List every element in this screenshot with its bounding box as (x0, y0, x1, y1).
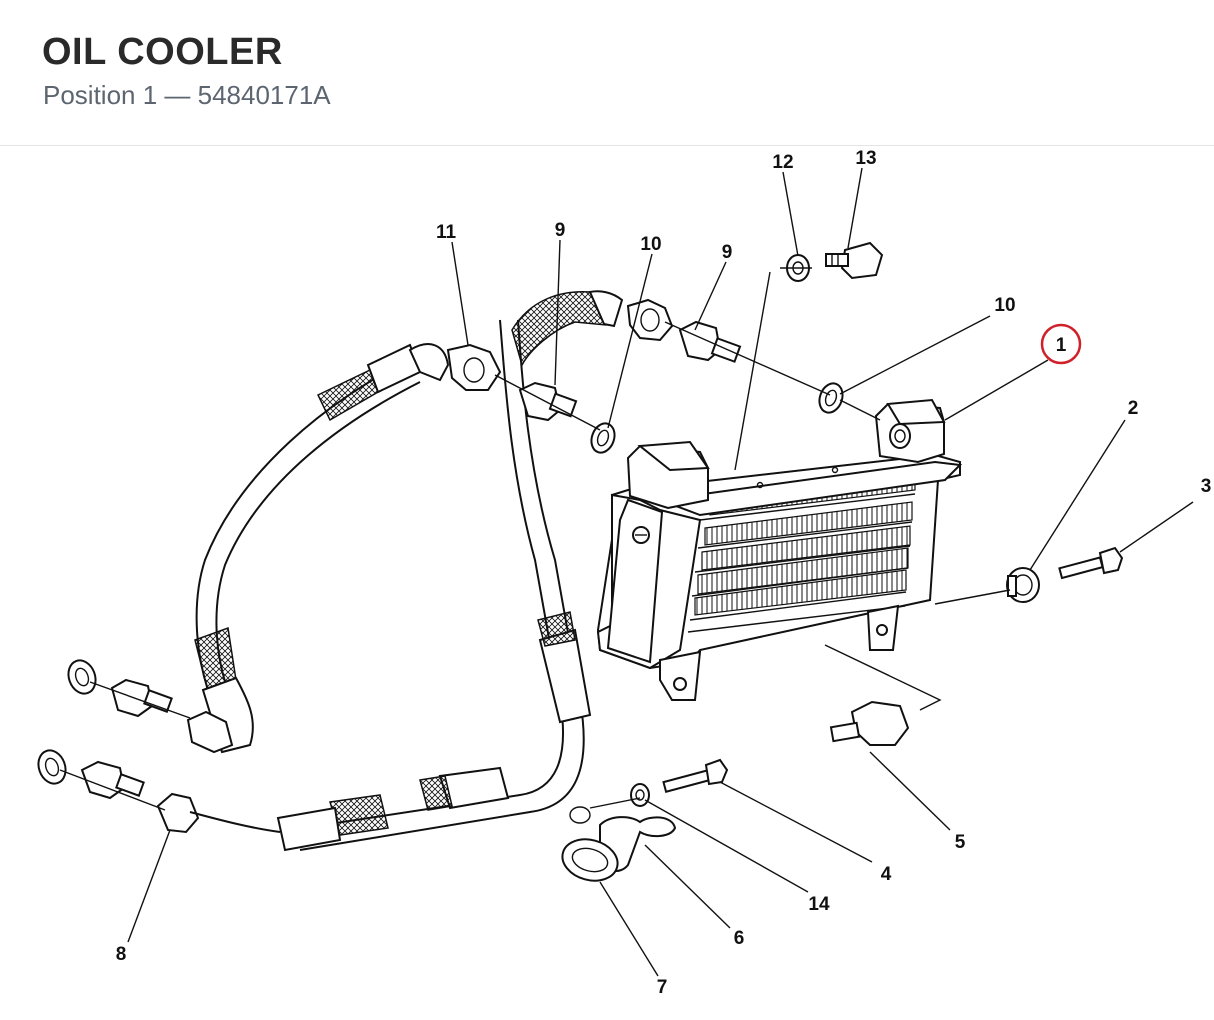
sealing-washer-10-right[interactable] (816, 380, 847, 416)
callout-7[interactable]: 7 (657, 977, 668, 998)
screw-3[interactable] (1058, 546, 1124, 580)
callout-6[interactable]: 6 (734, 928, 745, 949)
callout-9-left[interactable]: 9 (555, 220, 566, 241)
leader-lines (59, 167, 1194, 977)
callout-12[interactable]: 12 (772, 152, 793, 173)
callout-14[interactable]: 14 (808, 894, 830, 915)
callout-9-right[interactable]: 9 (722, 242, 733, 263)
screw-4[interactable] (662, 758, 729, 794)
rubber-ring-7[interactable] (558, 833, 622, 886)
exploded-parts-diagram: 1 2 3 4 5 6 7 8 9 9 10 10 11 12 13 14 (34, 148, 1212, 998)
callout-8[interactable]: 8 (116, 944, 127, 965)
union-fitting-upper-left[interactable] (64, 657, 173, 718)
fitting-adapter-9-left[interactable] (518, 381, 578, 422)
highlight-ring (1040, 323, 1082, 365)
callout-2[interactable]: 2 (1128, 398, 1139, 419)
callout-10-right[interactable]: 10 (994, 295, 1015, 316)
rubber-grommet-2[interactable] (1006, 567, 1040, 603)
sealing-washer-10-left[interactable] (588, 420, 619, 456)
fitting-adapter-9-right[interactable] (678, 320, 742, 363)
oil-cooler-radiator[interactable] (596, 398, 963, 701)
callout-11[interactable]: 11 (436, 222, 457, 243)
callout-1[interactable]: 1 (1056, 335, 1067, 356)
page-header: OIL COOLER Position 1 — 54840171A (0, 0, 1214, 146)
spring-clip-6[interactable] (569, 806, 677, 872)
page-subtitle: Position 1 — 54840171A (43, 80, 331, 110)
callout-3[interactable]: 3 (1201, 476, 1212, 497)
callout-13[interactable]: 13 (855, 148, 876, 169)
oil-hose-upper[interactable] (186, 343, 502, 754)
oil-hose-lower[interactable] (156, 290, 674, 852)
callout-labels: 1 2 3 4 5 6 7 8 9 9 10 10 11 12 13 14 (116, 148, 1212, 998)
page-title: OIL COOLER (42, 31, 283, 73)
union-fitting-lower-left[interactable] (34, 747, 145, 800)
bolt-13[interactable] (825, 241, 884, 280)
callout-5[interactable]: 5 (955, 832, 966, 853)
callout-4[interactable]: 4 (881, 864, 892, 885)
rubber-mount-5[interactable] (829, 700, 910, 746)
callout-10-left[interactable]: 10 (640, 234, 661, 255)
washer-14[interactable] (630, 783, 650, 807)
